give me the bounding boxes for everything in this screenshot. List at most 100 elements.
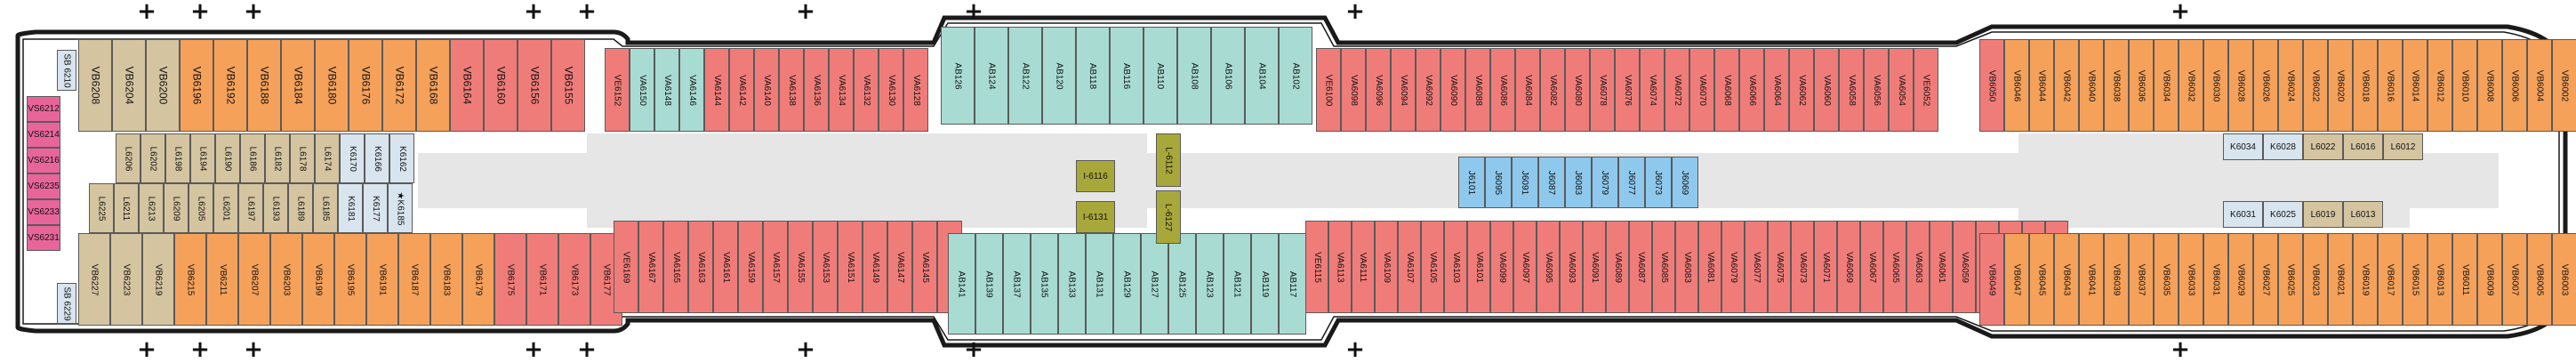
cabin[interactable]: VA6107 <box>1398 221 1421 313</box>
cabin[interactable]: VE6115 <box>1305 221 1328 313</box>
cabin[interactable]: VB6027 <box>2253 233 2278 326</box>
cabin[interactable]: L6209 <box>164 183 189 233</box>
cabin[interactable]: VA6071 <box>1814 221 1837 313</box>
cabin[interactable]: VA6088 <box>1465 48 1490 132</box>
cabin[interactable]: VB6036 <box>2129 39 2154 132</box>
cabin[interactable]: L6012 <box>2383 133 2423 160</box>
cabin[interactable]: VB6010 <box>2452 39 2477 132</box>
cabin[interactable]: I-6131 <box>1076 201 1115 233</box>
cabin[interactable]: L6225 <box>89 183 114 233</box>
cabin[interactable]: VA6073 <box>1791 221 1814 313</box>
cabin[interactable]: VA6070 <box>1689 48 1714 132</box>
cabin[interactable]: AB119 <box>1251 233 1279 335</box>
cabin[interactable]: VA6163 <box>688 221 713 313</box>
cabin[interactable]: VB6156 <box>518 39 551 132</box>
cabin[interactable]: I-6116 <box>1076 160 1115 192</box>
cabin[interactable]: K6166 <box>365 133 389 183</box>
cabin[interactable]: L6202 <box>140 133 165 183</box>
cabin[interactable]: VA6148 <box>654 48 679 132</box>
cabin[interactable]: L6178 <box>290 133 315 183</box>
cabin[interactable]: VA6085 <box>1652 221 1675 313</box>
cabin[interactable]: ★K6185 <box>388 183 413 233</box>
cabin[interactable]: L6198 <box>165 133 190 183</box>
cabin[interactable]: VB6047 <box>2004 233 2029 326</box>
cabin[interactable]: VA6149 <box>863 221 887 313</box>
cabin[interactable]: VA6101 <box>1467 221 1490 313</box>
cabin[interactable]: AB126 <box>941 27 975 125</box>
cabin[interactable]: VB6200 <box>146 39 180 132</box>
cabin[interactable]: VB6199 <box>302 233 334 326</box>
cabin[interactable]: VA6064 <box>1764 48 1789 132</box>
cabin[interactable]: VA6058 <box>1839 48 1864 132</box>
cabin[interactable]: VA6092 <box>1416 48 1440 132</box>
cabin[interactable]: VA6111 <box>1352 221 1375 313</box>
cabin[interactable]: VB6029 <box>2228 233 2253 326</box>
cabin[interactable]: VA6132 <box>854 48 879 132</box>
cabin[interactable]: VA6103 <box>1444 221 1467 313</box>
cabin[interactable]: VA6150 <box>630 48 654 132</box>
cabin[interactable]: SB 6210 <box>57 50 76 91</box>
cabin[interactable]: VB6017 <box>2378 233 2403 326</box>
cabin[interactable]: J6079 <box>1592 157 1618 208</box>
cabin[interactable]: AB124 <box>975 27 1008 125</box>
cabin[interactable]: VA6147 <box>887 221 912 313</box>
cabin[interactable]: VB6018 <box>2353 39 2378 132</box>
cabin[interactable]: AB117 <box>1279 233 1306 335</box>
cabin[interactable]: AB104 <box>1245 27 1279 125</box>
cabin[interactable]: VB6050 <box>1979 39 2004 132</box>
cabin[interactable]: VB6035 <box>2154 233 2179 326</box>
cabin[interactable]: AB141 <box>948 233 975 335</box>
cabin[interactable]: J6087 <box>1538 157 1565 208</box>
cabin[interactable]: VA6060 <box>1814 48 1839 132</box>
cabin[interactable]: VB6019 <box>2353 233 2378 326</box>
cabin[interactable]: VA6157 <box>763 221 788 313</box>
cabin[interactable]: VA6072 <box>1665 48 1689 132</box>
cabin[interactable]: J6083 <box>1565 157 1592 208</box>
cabin[interactable]: J6091 <box>1512 157 1538 208</box>
cabin[interactable]: VA6128 <box>903 48 928 132</box>
cabin[interactable]: VB6014 <box>2403 39 2428 132</box>
cabin[interactable]: AB121 <box>1224 233 1251 335</box>
cabin[interactable]: VB6002 <box>2552 39 2576 132</box>
cabin[interactable]: VB6196 <box>180 39 213 132</box>
cabin[interactable]: VB6207 <box>238 233 270 326</box>
cabin[interactable]: VB6005 <box>2527 233 2552 326</box>
cabin[interactable]: VB6011 <box>2452 233 2477 326</box>
cabin[interactable]: AB116 <box>1110 27 1144 125</box>
cabin[interactable]: VB6179 <box>462 233 494 326</box>
cabin[interactable]: VB6042 <box>2054 39 2079 132</box>
cabin[interactable]: VA6167 <box>638 221 663 313</box>
cabin[interactable]: VB6008 <box>2477 39 2502 132</box>
cabin[interactable]: K6028 <box>2263 133 2303 160</box>
cabin[interactable]: VA6099 <box>1490 221 1513 313</box>
cabin[interactable]: J6073 <box>1645 157 1672 208</box>
cabin[interactable]: VA6130 <box>879 48 903 132</box>
cabin[interactable]: L6197 <box>238 183 263 233</box>
cabin[interactable]: VB6223 <box>110 233 142 326</box>
cabin[interactable]: VB6175 <box>494 233 526 326</box>
cabin[interactable]: VB6030 <box>2203 39 2228 132</box>
cabin[interactable]: VA6142 <box>729 48 754 132</box>
cabin[interactable]: VB6025 <box>2278 233 2303 326</box>
cabin[interactable]: L6174 <box>315 133 340 183</box>
cabin[interactable]: AB122 <box>1008 27 1042 125</box>
cabin[interactable]: AB106 <box>1211 27 1245 125</box>
cabin[interactable]: VB6208 <box>78 39 112 132</box>
cabin[interactable]: VA6113 <box>1328 221 1352 313</box>
cabin[interactable]: AB137 <box>1003 233 1031 335</box>
cabin[interactable]: VB6021 <box>2328 233 2353 326</box>
cabin[interactable]: AB125 <box>1168 233 1196 335</box>
cabin[interactable]: AB118 <box>1076 27 1110 125</box>
cabin[interactable]: VA6081 <box>1698 221 1721 313</box>
cabin[interactable]: VB6009 <box>2477 233 2502 326</box>
cabin[interactable]: L6189 <box>288 183 313 233</box>
cabin[interactable]: AB102 <box>1279 27 1312 125</box>
cabin[interactable]: VA6080 <box>1565 48 1590 132</box>
cabin[interactable]: VB6155 <box>551 39 585 132</box>
cabin[interactable]: AB131 <box>1086 233 1113 335</box>
cabin[interactable]: VB6172 <box>382 39 416 132</box>
cabin[interactable]: VA6068 <box>1714 48 1739 132</box>
cabin[interactable]: AB127 <box>1141 233 1168 335</box>
cabin[interactable]: J6069 <box>1672 157 1698 208</box>
cabin[interactable]: L6185 <box>313 183 338 233</box>
